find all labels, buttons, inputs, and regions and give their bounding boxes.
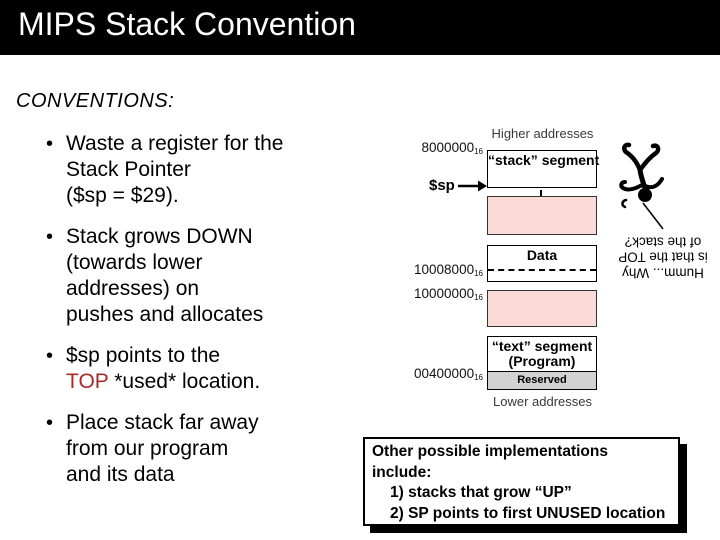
reserved-strip: Reserved: [488, 371, 596, 389]
note-line: include:: [372, 463, 432, 481]
bullet-line: TOP *used* location.: [66, 369, 260, 395]
callout-leader-line: [642, 202, 664, 230]
address-label-data-top: 1000800016: [414, 262, 483, 278]
bullet-list: • Waste a register for the Stack Pointer…: [46, 131, 351, 503]
bullet-text: Waste a register for the Stack Pointer (…: [66, 131, 283, 209]
data-segment-label: Data: [526, 247, 558, 263]
bullet-line-rest: *used* location.: [108, 370, 261, 393]
bullet-item: • $sp points to the TOP *used* location.: [46, 343, 351, 395]
data-boundary-dashed-line: [488, 269, 596, 271]
tumbling-person-figure: [619, 142, 664, 209]
bullet-text: $sp points to the TOP *used* location.: [66, 343, 260, 395]
bullet-line: Stack Pointer: [66, 158, 191, 181]
hex-subscript: 16: [474, 373, 483, 382]
address-label-text-bottom: 0040000016: [414, 366, 483, 382]
hex-subscript: 16: [474, 269, 483, 278]
bullet-line: Waste a register for the: [66, 132, 284, 155]
higher-addresses-label: Higher addresses: [491, 126, 594, 141]
stack-segment-label: “stack” segment: [488, 152, 600, 168]
bullet-text: Place stack far away from our program an…: [66, 410, 259, 488]
bullet-marker: •: [46, 412, 54, 434]
bullet-marker: •: [46, 226, 54, 248]
conventions-heading: CONVENTIONS:: [16, 90, 175, 112]
bullet-line: Place stack far away: [66, 411, 259, 434]
stack-segment-box: “stack” segment: [487, 150, 600, 188]
program-label: (Program): [508, 353, 576, 369]
bullet-item: • Waste a register for the Stack Pointer…: [46, 131, 351, 209]
sp-arrow-icon: [458, 180, 487, 192]
note-line: 1) stacks that grow “UP”: [390, 484, 572, 501]
unused-memory-box-upper: [487, 196, 597, 235]
bullet-line: pushes and allocates: [66, 303, 264, 326]
note-line: Other possible implementations: [372, 443, 608, 460]
address-label-data-bottom: 1000000016: [414, 286, 483, 302]
text-segment-label: “text” segment: [491, 338, 593, 354]
hex-subscript: 16: [474, 147, 483, 156]
bullet-line: Stack grows DOWN: [66, 225, 253, 248]
callout-line: Humm... Why: [622, 265, 704, 281]
top-highlight: TOP: [66, 370, 109, 393]
unused-memory-box-lower: [487, 290, 597, 327]
note-box: Other possible implementations include: …: [363, 437, 680, 526]
bullet-line: ($sp = $29).: [66, 184, 179, 207]
bullet-text: Stack grows DOWN (towards lower addresse…: [66, 224, 263, 328]
lower-addresses-label: Lower addresses: [493, 394, 592, 409]
bullet-line: $sp points to the: [66, 344, 221, 367]
bullet-line: and its data: [66, 463, 175, 486]
sp-label: $sp: [429, 177, 455, 194]
bullet-marker: •: [46, 345, 54, 367]
text-segment-box: “text” segment (Program) Reserved: [487, 336, 597, 390]
bullet-line: addresses) on: [66, 277, 200, 300]
bullet-item: • Place stack far away from our program …: [46, 410, 351, 488]
stack-growth-tick: [540, 190, 542, 197]
hex-subscript: 16: [474, 293, 483, 302]
callout-line: of the stack?: [624, 234, 702, 250]
bullet-item: • Stack grows DOWN (towards lower addres…: [46, 224, 351, 328]
bullet-line: (towards lower: [66, 251, 203, 274]
data-segment-box: Data: [487, 245, 597, 282]
upside-down-callout: Humm... Why is that the TOP of the stack…: [608, 234, 718, 281]
title-bar: MIPS Stack Convention: [0, 0, 720, 55]
note-line: 2) SP points to first UNUSED location: [390, 504, 666, 522]
page-title: MIPS Stack Convention: [18, 6, 356, 42]
address-label-stack-top: 800000016: [421, 140, 483, 156]
bullet-line: from our program: [66, 437, 229, 460]
bullet-marker: •: [46, 133, 54, 155]
callout-line: is that the TOP: [618, 250, 708, 265]
